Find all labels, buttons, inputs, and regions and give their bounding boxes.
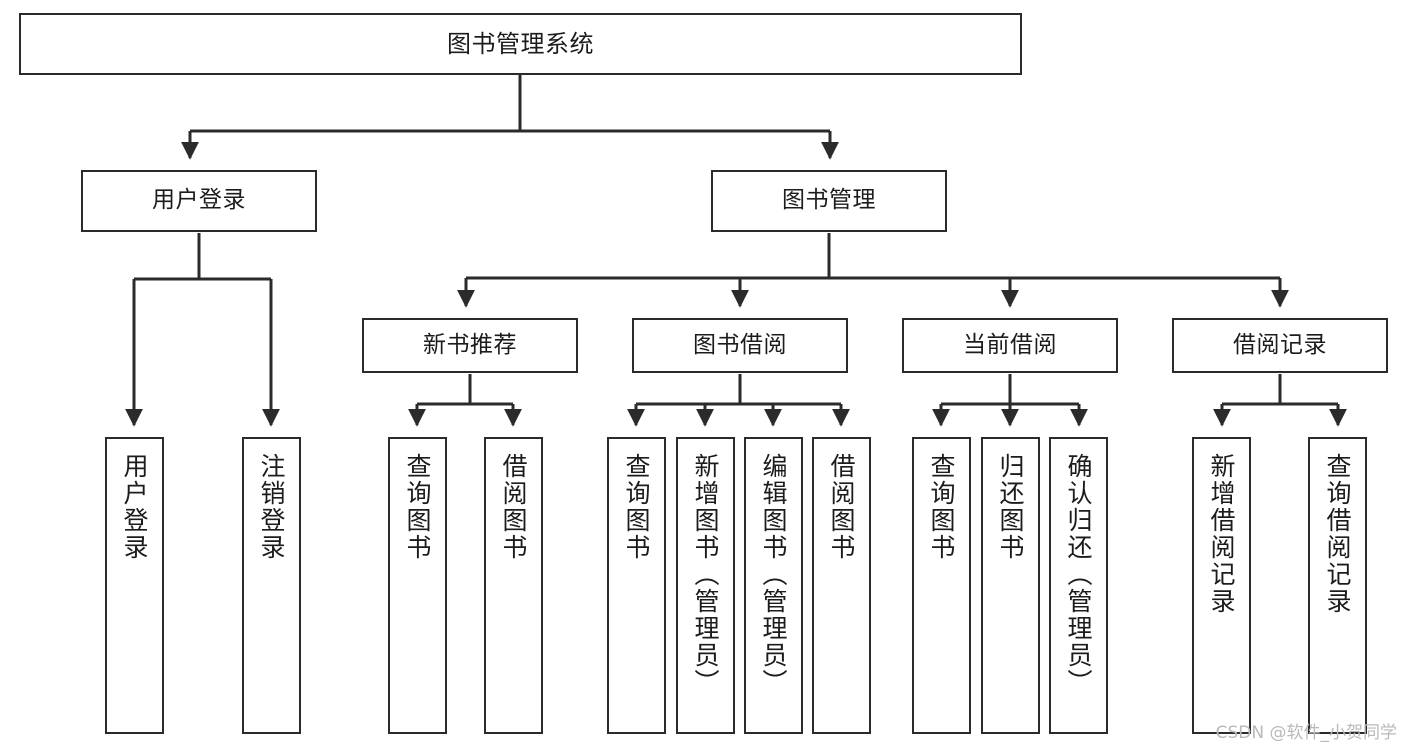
node-label: 用户登录 <box>120 453 149 561</box>
leaf-borrow-query-book[interactable]: 查询图书 <box>607 437 666 734</box>
leaf-records-add-record[interactable]: 新增借阅记录 <box>1192 437 1251 734</box>
leaf-recommend-borrow-book[interactable]: 借阅图书 <box>484 437 543 734</box>
leaf-recommend-query-book[interactable]: 查询图书 <box>388 437 447 734</box>
node-root-system[interactable]: 图书管理系统 <box>19 13 1022 75</box>
leaf-current-return-book[interactable]: 归还图书 <box>981 437 1040 734</box>
node-label: 用户登录 <box>152 187 246 214</box>
leaf-borrow-borrow-book[interactable]: 借阅图书 <box>812 437 871 734</box>
node-label: 查询图书 <box>622 453 651 561</box>
node-label: 编辑图书（管理员） <box>759 453 788 696</box>
leaf-user-login-signout[interactable]: 注销登录 <box>242 437 301 734</box>
leaf-borrow-add-book-admin[interactable]: 新增图书（管理员） <box>676 437 735 734</box>
node-label: 借阅图书 <box>827 453 856 561</box>
node-label: 当前借阅 <box>963 331 1057 358</box>
node-borrow-records[interactable]: 借阅记录 <box>1172 318 1388 373</box>
node-label: 查询借阅记录 <box>1323 453 1352 615</box>
node-label: 图书借阅 <box>693 331 787 358</box>
node-label: 查询图书 <box>927 453 956 561</box>
node-label: 图书管理 <box>782 187 876 214</box>
node-current-borrow[interactable]: 当前借阅 <box>902 318 1118 373</box>
csdn-watermark: CSDN @软件_小贺同学 <box>1215 723 1397 743</box>
node-label: 图书管理系统 <box>447 29 594 58</box>
node-new-book-recommend[interactable]: 新书推荐 <box>362 318 578 373</box>
node-label: 归还图书 <box>996 453 1025 561</box>
leaf-user-login-signin[interactable]: 用户登录 <box>105 437 164 734</box>
node-label: 确认归还（管理员） <box>1064 453 1093 696</box>
leaf-borrow-edit-book-admin[interactable]: 编辑图书（管理员） <box>744 437 803 734</box>
node-label: 注销登录 <box>257 453 286 561</box>
node-user-login[interactable]: 用户登录 <box>81 170 317 232</box>
node-label: 新增图书（管理员） <box>691 453 720 696</box>
node-book-borrow[interactable]: 图书借阅 <box>632 318 848 373</box>
node-label: 新书推荐 <box>423 331 517 358</box>
node-label: 查询图书 <box>403 453 432 561</box>
leaf-current-query-book[interactable]: 查询图书 <box>912 437 971 734</box>
node-book-management[interactable]: 图书管理 <box>711 170 947 232</box>
node-label: 新增借阅记录 <box>1207 453 1236 615</box>
leaf-records-query-record[interactable]: 查询借阅记录 <box>1308 437 1367 734</box>
node-label: 借阅记录 <box>1233 331 1327 358</box>
leaf-current-confirm-return-admin[interactable]: 确认归还（管理员） <box>1049 437 1108 734</box>
node-label: 借阅图书 <box>499 453 528 561</box>
